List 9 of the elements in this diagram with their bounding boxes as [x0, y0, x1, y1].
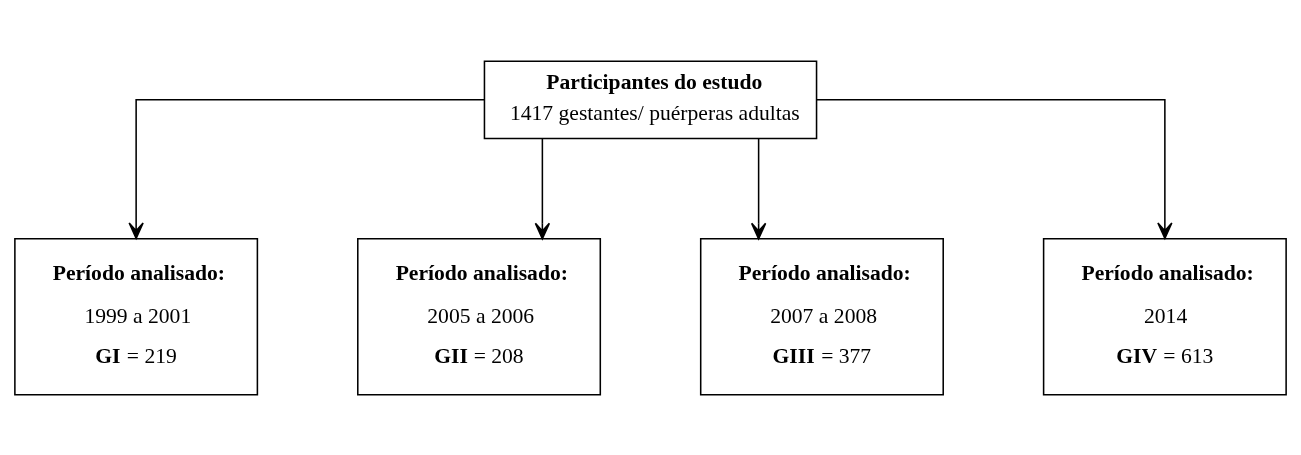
arrow	[128, 98, 485, 239]
node-box: Período analisado: 2005 a 2006 GII = 208	[357, 237, 602, 396]
arrow	[750, 137, 767, 240]
node-box: Participantes do estudo 1417 gestantes/ puérperas adultas	[483, 59, 818, 139]
node-box: Período analisado: 2007 a 2008 GIII = 377	[699, 237, 944, 396]
node-box: Período analisado: 1999 a 2001 GI = 219	[14, 237, 259, 396]
node-box: Período analisado: 2014 GIV = 613	[1042, 237, 1287, 396]
arrow	[816, 98, 1173, 239]
arrow	[534, 137, 551, 240]
